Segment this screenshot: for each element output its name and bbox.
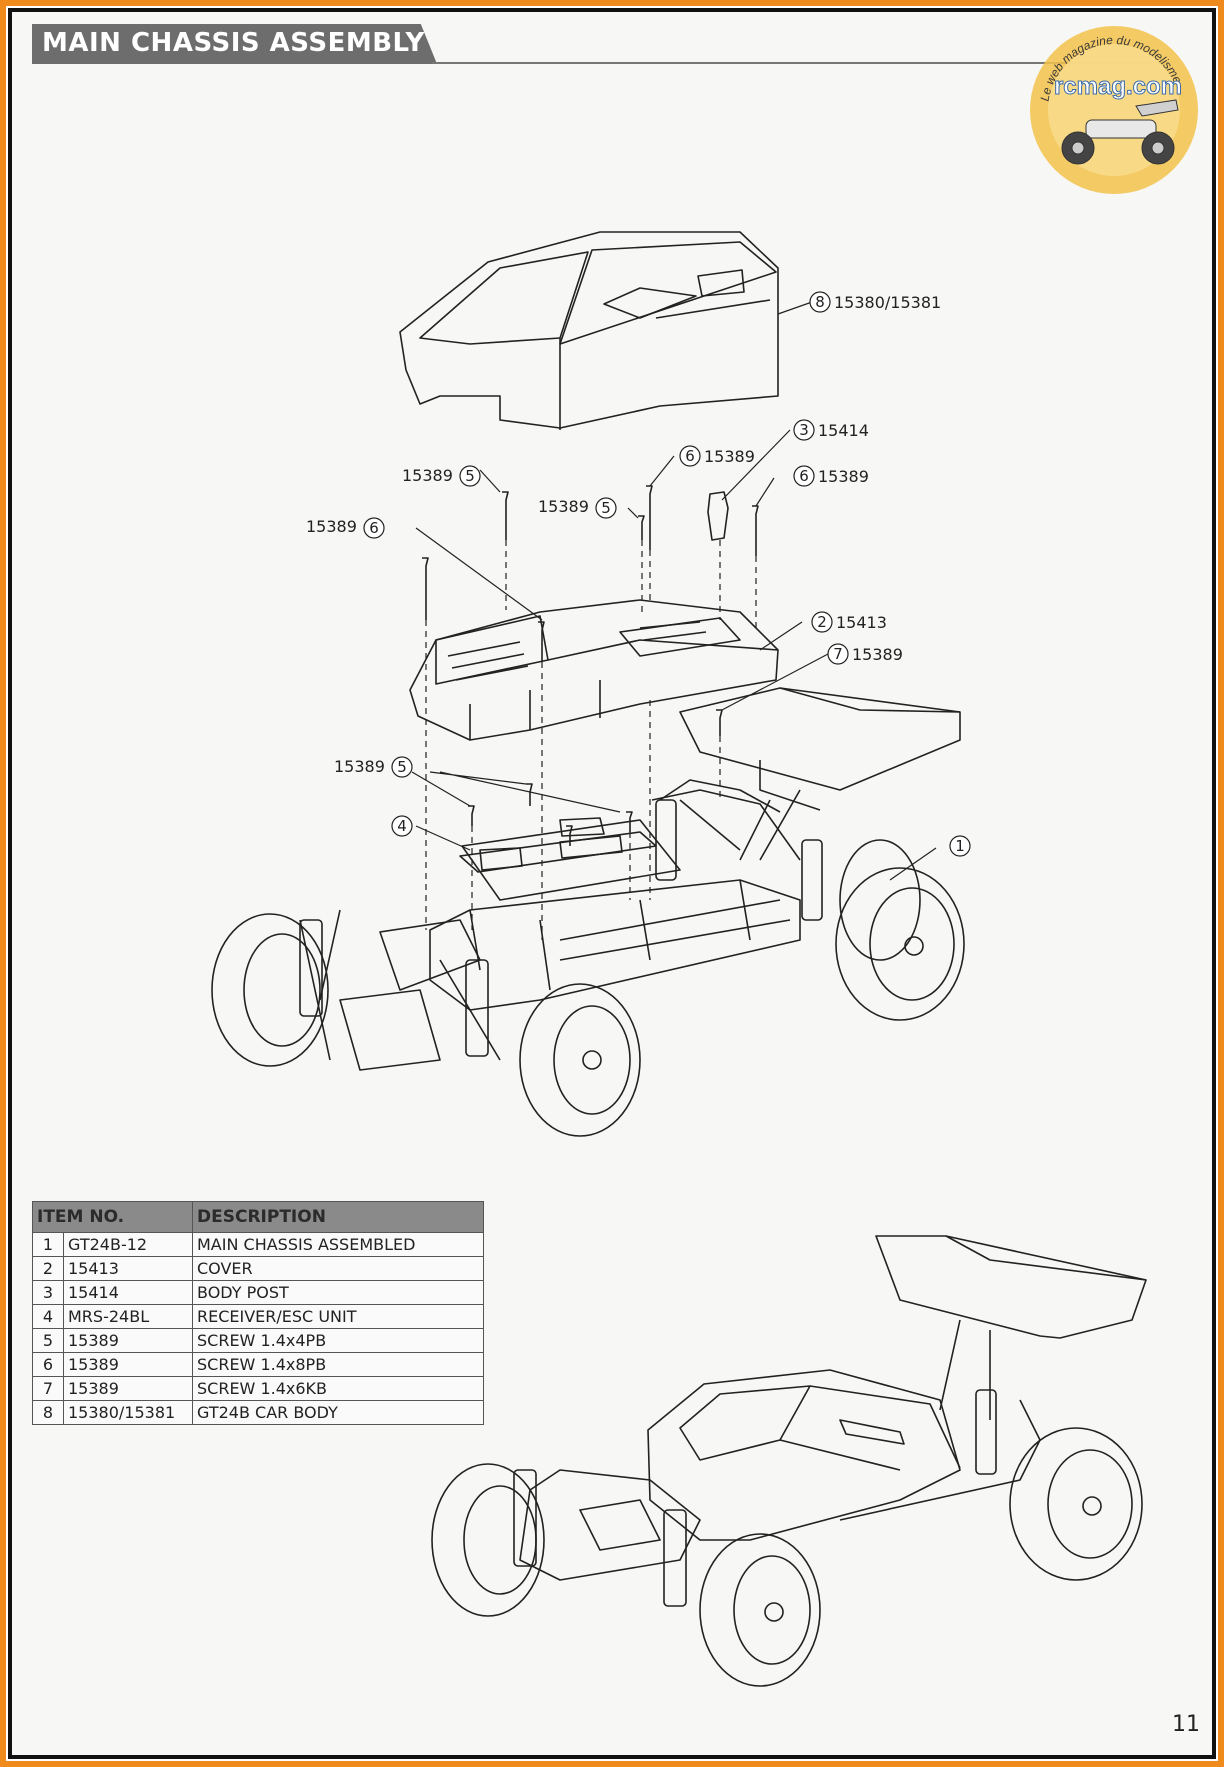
svg-text:1: 1: [955, 837, 965, 855]
callout-3: 3 15414: [793, 419, 869, 441]
svg-text:15389: 15389: [818, 467, 869, 486]
part-code: 15413: [63, 1256, 193, 1281]
rear-wing-upper: [679, 687, 961, 861]
callout-5-lower: 15389 5: [334, 756, 413, 778]
svg-text:5: 5: [465, 467, 475, 485]
shock-absorbers: [299, 799, 823, 1057]
svg-text:15414: 15414: [818, 421, 869, 440]
cover-part: [409, 599, 779, 741]
wheels-exploded: [211, 839, 965, 1137]
table-row: 6 15389 SCREW 1.4x8PB: [32, 1352, 484, 1377]
row-number: 1: [32, 1232, 64, 1257]
parts-table-header: ITEM NO. DESCRIPTION: [32, 1201, 484, 1233]
page-number: 11: [1172, 1712, 1200, 1737]
svg-text:7: 7: [833, 645, 843, 663]
row-number: 4: [32, 1304, 64, 1329]
part-description: BODY POST: [192, 1280, 484, 1305]
part-description: SCREW 1.4x6KB: [192, 1376, 484, 1401]
callout-5-mid: 15389 5: [538, 497, 617, 519]
part-code: 15380/15381: [63, 1400, 193, 1425]
svg-text:6: 6: [685, 447, 695, 465]
table-row: 2 15413 COVER: [32, 1256, 484, 1281]
part-description: GT24B CAR BODY: [192, 1400, 484, 1425]
part-description: MAIN CHASSIS ASSEMBLED: [192, 1232, 484, 1257]
callout-5-left: 15389 5: [402, 465, 481, 487]
part-description: RECEIVER/ESC UNIT: [192, 1304, 484, 1329]
callout-6-right: 6 15389: [793, 465, 869, 487]
assembled-car-drawing: [431, 1235, 1147, 1687]
part-code: 15389: [63, 1376, 193, 1401]
callout-1: 1: [949, 835, 971, 857]
logo-site: rcmag.com: [1054, 73, 1182, 100]
row-number: 6: [32, 1352, 64, 1377]
part-code: 15389: [63, 1352, 193, 1377]
logo-buggy-icon: [1061, 99, 1179, 165]
row-number: 5: [32, 1328, 64, 1353]
table-row: 5 15389 SCREW 1.4x4PB: [32, 1328, 484, 1353]
parts-table: ITEM NO. DESCRIPTION 1 GT24B-12 MAIN CHA…: [32, 1201, 484, 1425]
svg-text:2: 2: [817, 613, 827, 631]
alignment-guides: [425, 540, 757, 940]
callout-4: 4: [391, 815, 413, 837]
main-chassis: [299, 779, 801, 1071]
callout-6-top: 6 15389: [679, 445, 755, 467]
section-title: MAIN CHASSIS ASSEMBLY: [42, 28, 425, 58]
svg-text:15380/15381: 15380/15381: [834, 293, 941, 312]
header-item-no: ITEM NO.: [32, 1201, 193, 1233]
header-description: DESCRIPTION: [192, 1201, 484, 1233]
callout-6-left: 15389 6: [306, 517, 385, 539]
svg-text:15389: 15389: [402, 466, 453, 485]
svg-text:8: 8: [815, 293, 825, 311]
svg-text:15389: 15389: [538, 497, 589, 516]
leader-lines: [411, 301, 937, 881]
table-row: 3 15414 BODY POST: [32, 1280, 484, 1305]
part-code: MRS-24BL: [63, 1304, 193, 1329]
row-number: 7: [32, 1376, 64, 1401]
svg-text:15413: 15413: [836, 613, 887, 632]
part-description: SCREW 1.4x4PB: [192, 1328, 484, 1353]
part-description: SCREW 1.4x8PB: [192, 1352, 484, 1377]
svg-text:15389: 15389: [334, 757, 385, 776]
row-number: 2: [32, 1256, 64, 1281]
svg-text:5: 5: [601, 499, 611, 517]
car-body-shell: [399, 231, 779, 430]
receiver-esc-unit: [459, 817, 657, 873]
callout-7: 7 15389: [827, 643, 903, 665]
rcmag-logo: Le web magazine du modelisme rcmag.com: [1030, 26, 1198, 194]
section-header-tab: [32, 24, 437, 64]
svg-text:3: 3: [799, 421, 809, 439]
table-row: 8 15380/15381 GT24B CAR BODY: [32, 1400, 484, 1425]
svg-text:5: 5: [397, 758, 407, 776]
svg-text:4: 4: [397, 817, 407, 835]
svg-text:6: 6: [799, 467, 809, 485]
part-code: 15414: [63, 1280, 193, 1305]
svg-text:15389: 15389: [704, 447, 755, 466]
screws: [422, 485, 759, 846]
part-code: 15389: [63, 1328, 193, 1353]
callout-2: 2 15413: [811, 611, 887, 633]
row-number: 8: [32, 1400, 64, 1425]
header-rule: [432, 62, 1162, 64]
row-number: 3: [32, 1280, 64, 1305]
part-description: COVER: [192, 1256, 484, 1281]
svg-text:15389: 15389: [306, 517, 357, 536]
table-row: 4 MRS-24BL RECEIVER/ESC UNIT: [32, 1304, 484, 1329]
table-row: 1 GT24B-12 MAIN CHASSIS ASSEMBLED: [32, 1232, 484, 1257]
callout-8: 8 15380/15381: [809, 291, 941, 313]
svg-text:15389: 15389: [852, 645, 903, 664]
svg-text:6: 6: [369, 519, 379, 537]
table-row: 7 15389 SCREW 1.4x6KB: [32, 1376, 484, 1401]
body-post: [707, 491, 729, 541]
part-code: GT24B-12: [63, 1232, 193, 1257]
